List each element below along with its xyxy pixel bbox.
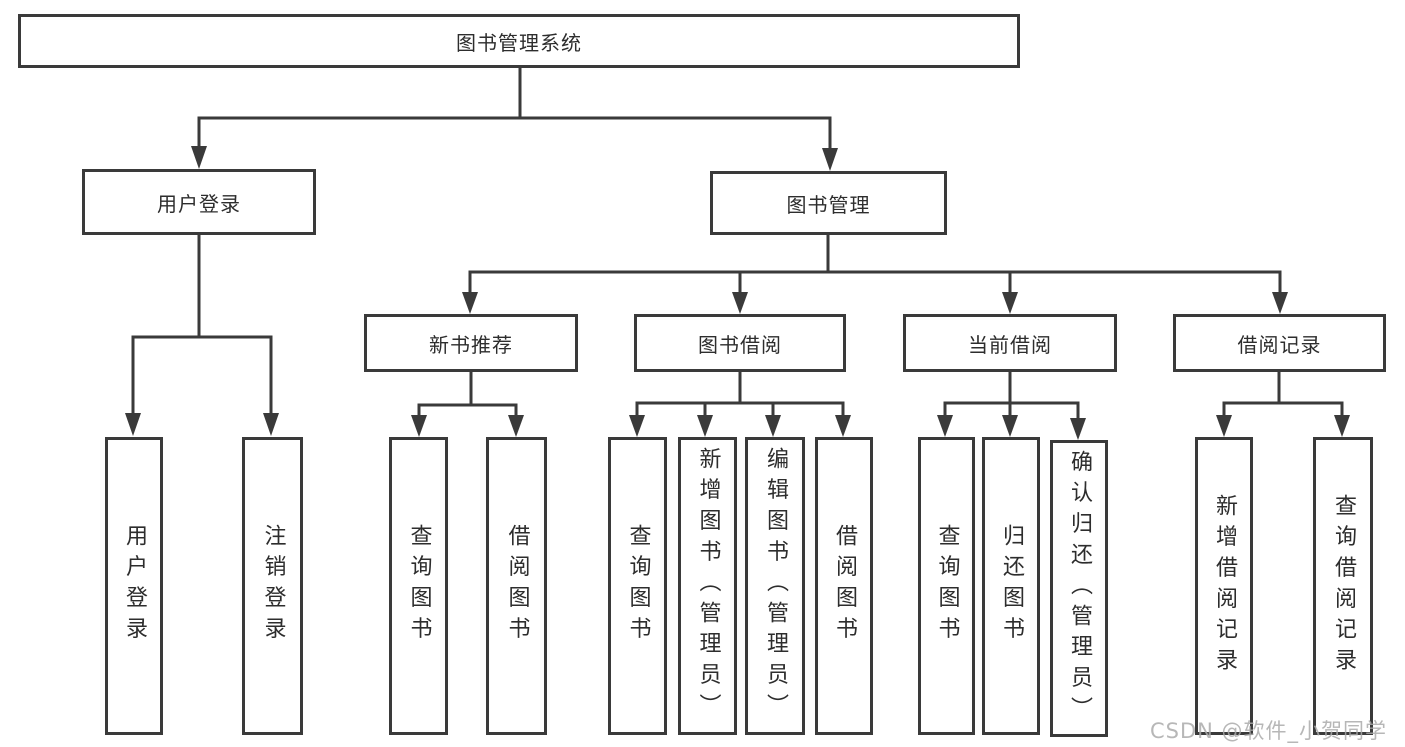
node-leaf-user-login: 用户登录 [105,437,163,735]
node-leaf-logout: 注销登录 [242,437,303,735]
node-leaf-logout-label: 注销登录 [260,524,286,648]
arrowheads [125,146,1350,440]
node-leaf-current-confirm-label: 确认归还（管理员） [1067,449,1092,728]
node-new-book-recommend: 新书推荐 [364,314,578,372]
node-leaf-current-query: 查询图书 [918,437,975,735]
node-leaf-record-add: 新增借阅记录 [1195,437,1253,735]
node-current-borrow: 当前借阅 [903,314,1117,372]
node-borrow-records-label: 借阅记录 [1237,332,1322,357]
node-borrow-records: 借阅记录 [1173,314,1386,372]
node-new-book-recommend-label: 新书推荐 [429,332,513,357]
node-leaf-newbook-query-label: 查询图书 [406,524,432,648]
node-leaf-current-query-label: 查询图书 [934,524,960,648]
node-leaf-borrow-add: 新增图书（管理员） [678,437,737,735]
node-leaf-record-query: 查询借阅记录 [1313,437,1373,735]
csdn-watermark: CSDN @软件_小贺同学 [1150,719,1388,743]
node-leaf-newbook-borrow: 借阅图书 [486,437,547,735]
node-root: 图书管理系统 [18,14,1020,68]
node-leaf-current-confirm: 确认归还（管理员） [1050,440,1108,737]
node-leaf-newbook-query: 查询图书 [389,437,448,735]
node-leaf-record-query-label: 查询借阅记录 [1331,493,1356,679]
node-book-borrow-label: 图书借阅 [698,332,782,357]
node-leaf-borrow-edit: 编辑图书（管理员） [745,437,805,735]
node-leaf-borrow-query-label: 查询图书 [625,524,651,648]
node-leaf-borrow-edit-label: 编辑图书（管理员） [763,447,788,725]
node-book-management-label: 图书管理 [786,192,871,217]
node-user-login-label: 用户登录 [157,191,241,216]
node-book-management: 图书管理 [710,171,947,235]
node-leaf-current-return: 归还图书 [982,437,1040,735]
node-leaf-newbook-borrow-label: 借阅图书 [504,524,530,648]
node-leaf-user-login-label: 用户登录 [122,524,147,648]
node-leaf-current-return-label: 归还图书 [999,524,1024,648]
node-book-borrow: 图书借阅 [634,314,846,372]
node-leaf-borrow-query: 查询图书 [608,437,667,735]
node-user-login: 用户登录 [82,169,316,235]
node-leaf-borrow-borrow-label: 借阅图书 [832,524,857,648]
node-current-borrow-label: 当前借阅 [968,332,1052,357]
node-root-label: 图书管理系统 [456,30,582,55]
node-leaf-borrow-borrow: 借阅图书 [815,437,873,735]
node-leaf-borrow-add-label: 新增图书（管理员） [695,447,721,725]
node-leaf-record-add-label: 新增借阅记录 [1212,493,1237,679]
